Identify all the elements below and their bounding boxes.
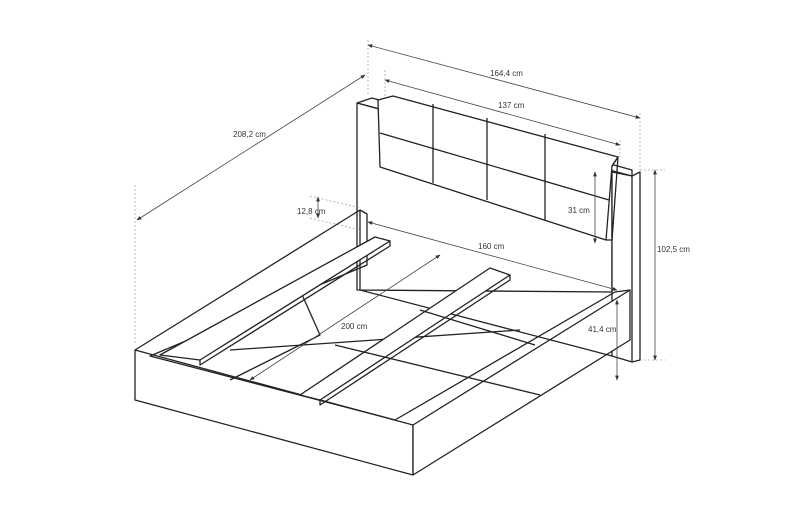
dimension-lines bbox=[134, 40, 665, 381]
mattress-width-label: 160 cm bbox=[478, 242, 505, 251]
mattress-length-label: 200 cm bbox=[341, 322, 368, 331]
overall-width-label: 164,4 cm bbox=[490, 69, 523, 78]
total-height-label: 102,5 cm bbox=[657, 245, 690, 254]
cushion-width-label: 137 cm bbox=[498, 101, 525, 110]
dimension-labels: 164,4 cm 137 cm 208,2 cm 12,8 cm 31 cm 1… bbox=[233, 69, 690, 334]
frame-height-label: 41,4 cm bbox=[588, 325, 617, 334]
side-rail-height-label: 12,8 cm bbox=[297, 207, 326, 216]
cushion-height-label: 31 cm bbox=[568, 206, 590, 215]
overall-length-label: 208,2 cm bbox=[233, 130, 266, 139]
